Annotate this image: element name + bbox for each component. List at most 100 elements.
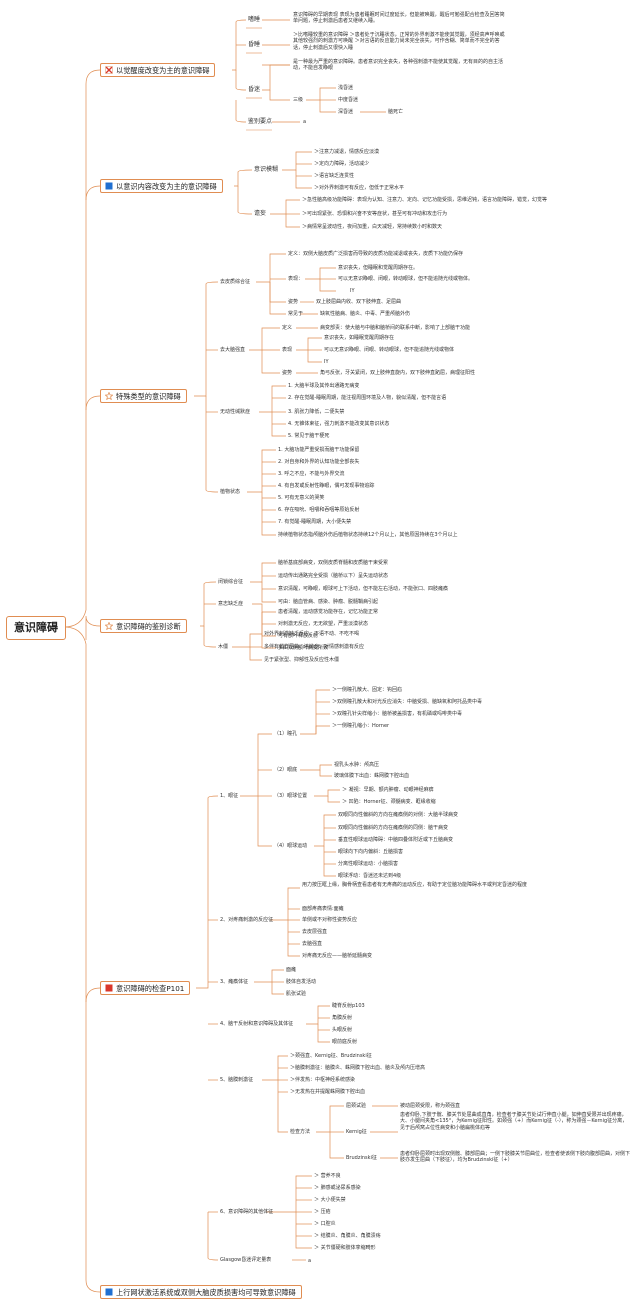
topic-arousal-disorders[interactable]: 以觉醒度改变为主的意识障碍 (100, 63, 216, 77)
decerebrate-sign: 可以无意识睁眼、闭眼、转动眼球，但不能追随光线或物体 (324, 347, 455, 353)
node-akinetic-mutism[interactable]: 无动性缄默症 (220, 409, 251, 415)
topic-label: 以觉醒度改变为主的意识障碍 (116, 66, 210, 75)
node-stupor-text: ＞比嗜睡较重的意识障碍 ＞患者处于沉睡状态，正常的外界刺激不能使其觉醒，须经高声… (293, 32, 505, 51)
pupil-item: ＞双侧瞳孔散大和对光反应消失：中脑受损、脑缺氧和阿托品类中毒 (332, 699, 483, 705)
node-pain-response[interactable]: 2、对疼痛刺激的反应征 (220, 917, 274, 923)
topic-content-disorders[interactable]: 以意识内容改变为主的意识障碍 (100, 179, 223, 193)
node-locked-in[interactable]: 闭锁综合征 (218, 579, 244, 585)
node-eye-signs[interactable]: 1、眼征 (220, 793, 239, 799)
node-eye-movement[interactable]: （4）眼球运动 (274, 843, 308, 849)
node-coma[interactable]: 昏迷 (248, 86, 261, 93)
other-sign-item: ＞ 压疮 (314, 1209, 331, 1215)
node-abulia[interactable]: 意志缺乏症 (218, 601, 244, 607)
node-fundus[interactable]: （2）眼底 (274, 767, 298, 773)
pain-response-item: 去皮层强直 (302, 929, 328, 935)
other-sign-item: ＞ 关节僵硬和肢体挛缩畸形 (314, 1245, 376, 1251)
akinetic-mutism-item: 3. 肌张力降低，二便失禁 (288, 409, 345, 415)
node-paralysis-signs[interactable]: 3、瘫痪体征 (220, 979, 249, 985)
topic-ascending-reticular[interactable]: 上行网状激活系统或双侧大脑皮质损害均可导致意识障碍 (100, 1285, 302, 1299)
vegetative-item: 6. 存在吸吮、咀嚼和吞咽等原始反射 (278, 507, 360, 513)
node-kernig-sign[interactable]: Kernig征 (346, 1129, 367, 1135)
eye-movement-item: 分离性眼球运动：小脑损害 (338, 861, 399, 867)
delirium-item: ＞可出现紧张、恐惧和兴奋不安等症状，甚至可有冲动和攻击行为 (302, 211, 448, 217)
node-stupor[interactable]: 昏睡 (248, 41, 261, 48)
locked-in-item: 可由：脑血管病、感染、肿瘤、脱髓鞘病引起 (278, 599, 379, 605)
vegetative-item: 5. 可有无意义的哭笑 (278, 495, 325, 501)
eye-movement-item: 双眼同向性偏斜的方向在瘫痪侧的对侧：大脑半球病变 (338, 812, 459, 818)
vegetative-item: 2. 对自身和外界的认知功能全部丧失 (278, 459, 360, 465)
node-somnolence[interactable]: 嗜睡 (248, 16, 261, 23)
node-exam-methods[interactable]: 检查方法 (290, 1129, 311, 1135)
node-neck-flexion-test[interactable]: 屈颈试验 (346, 1103, 367, 1109)
paralysis-item: 肌张试验 (286, 991, 307, 997)
node-vegetative-state[interactable]: 植物状态 (220, 489, 241, 495)
brainstem-reflex-item: 头眼反射 (332, 1027, 353, 1033)
node-key-points[interactable]: 鉴别要点 (248, 118, 273, 125)
node-pupils[interactable]: （1）瞳孔 (274, 731, 298, 737)
fundus-item: 玻璃体膜下出血：蛛网膜下腔出血 (334, 773, 410, 779)
other-sign-item: ＞ 大小便失禁 (314, 1197, 346, 1203)
meningeal-item: ＞颈强直、Kernig征、Brudzinski征 (290, 1053, 372, 1059)
node-other-signs[interactable]: 6、意识障碍的其他体征 (220, 1209, 274, 1215)
vegetative-item: 1. 大脑功能严重受损而脑干功能保留 (278, 447, 360, 453)
node-confusion[interactable]: 意识模糊 (254, 166, 279, 173)
node-delirium[interactable]: 谵妄 (254, 210, 267, 217)
brudzinski-text: 患者仰卧屈颈时出现双侧髋、膝部屈曲；一侧下肢膝关节屈曲位，检查者使该侧下肢向腹部… (400, 1151, 631, 1164)
abulia-item: 对刺激无反应，无无欲望，严重淡漠状态 (278, 621, 369, 627)
node-catatonic-stupor[interactable]: 木僵 (218, 644, 229, 650)
node-glasgow-scale[interactable]: Glasgow昏迷评定量表 (220, 1257, 272, 1263)
pain-response-item: 去脑强直 (302, 941, 323, 947)
topic-examination[interactable]: 意识障碍的检查P101 (100, 981, 191, 995)
node-coma-text: 是一种最为严重的意识障碍。患者意识完全丧失，各种强刺激不能使其觉醒，无有目的的自… (293, 59, 504, 72)
other-sign-item: ＞ 结膜炎、角膜炎、角膜溃疡 (314, 1233, 381, 1239)
node-eye-position[interactable]: （3）眼球位置 (274, 793, 308, 799)
meningeal-item: ＞伴发热：中枢神经系统感染 (290, 1077, 356, 1083)
node-decorticate[interactable]: 去皮质综合征 (220, 279, 251, 285)
node-brainstem-reflexes[interactable]: 4、脑干反射和意识障碍及其体征 (220, 1021, 294, 1027)
node-brudzinski-sign[interactable]: Brudzinski征 (346, 1155, 377, 1161)
meningeal-item: ＞脑膜刺激征：脑膜炎、蛛网膜下腔出血、脑炎及颅内压增高 (290, 1065, 426, 1071)
other-sign-item: ＞ 肺感或泌尿系感染 (314, 1185, 361, 1191)
topic-differential-diagnosis[interactable]: 意识障碍的鉴别诊断 (100, 619, 187, 633)
pain-response-item: 面部疼痛表情:面瘫 (302, 906, 344, 912)
locked-in-item: 脑桥基底部病变，双侧皮质脊髓和皮质脑干束受累 (278, 560, 389, 566)
delirium-item: ＞病情常呈波动性，夜间加重，白天减轻，常持续数小时和数天 (302, 224, 443, 230)
decorticate-common[interactable]: 常见于 (288, 311, 304, 317)
blue-flag-icon (105, 182, 113, 190)
root-node[interactable]: 意识障碍 (6, 616, 66, 640)
paralysis-item: 肢体自发活动 (286, 979, 317, 985)
node-decerebrate[interactable]: 去大脑强直 (220, 347, 246, 353)
meningeal-item: ＞无发热在并提醒蛛网膜下腔出血 (290, 1089, 366, 1095)
brainstem-reflex-item: 角膜反射 (332, 1015, 353, 1021)
node-meningeal-signs[interactable]: 5、脑膜刺激征 (220, 1077, 254, 1083)
cross-icon (105, 66, 113, 74)
eye-movement-item: 眼球向下向内偏斜：丘脑损害 (338, 849, 404, 855)
vegetative-item: 3. 呼之不应，不能与外界交流 (278, 471, 345, 477)
catatonic-item: 见于紧张型、抑郁性及反应性木僵 (264, 657, 340, 663)
decerebrate-definition[interactable]: 定义 (282, 325, 293, 331)
abulia-item: 可有额叶释放反射 (278, 633, 319, 639)
eye-movement-item: 眼球浮动：昏迷还未达到4级 (338, 873, 402, 879)
decerebrate-signs[interactable]: 表现 (282, 347, 293, 353)
topic-label: 特殊类型的意识障碍 (116, 392, 181, 401)
node-moderate-coma: 中度昏迷 (338, 97, 359, 103)
decorticate-posture[interactable]: 姿势 (288, 299, 299, 305)
vegetative-item: 4. 有自发或反射性睁眼，偶可发现事物追踪 (278, 483, 375, 489)
locked-in-item: 运动传出通路完全受损（脑桥以下）呈失运动状态 (278, 573, 389, 579)
node-coma-grades[interactable]: 三级 (293, 97, 304, 103)
neck-flexion-text: 被动屈颈受限，称为颈强直 (400, 1103, 461, 1109)
decorticate-sign: 意识丧失，但睡眠和觉醒周期存在。 (338, 265, 419, 271)
decorticate-common-text: 缺氧性脑病、脑炎、中毒、严重颅脑外伤 (320, 311, 411, 317)
decerebrate-definition-text: 病变部责：使大脑与中脑和脑桥间的联系中断，影响了上部脑干功能 (320, 325, 471, 331)
decorticate-signs[interactable]: 表现： (288, 276, 304, 282)
pupil-item: ＞一侧瞳孔散大、固定：钩回疝 (332, 687, 403, 693)
decerebrate-posture[interactable]: 姿势 (282, 370, 293, 376)
topic-special-types[interactable]: 特殊类型的意识障碍 (100, 389, 187, 403)
confusion-item: ＞定向力障碍，活动减少 (314, 161, 370, 167)
red-flag-icon (105, 984, 113, 992)
decorticate-posture-text: 双上肢屈曲内收、双下肢伸直、足屈曲 (316, 299, 402, 305)
vegetative-item: 7. 有觉醒-睡眠周期，大小便失禁 (278, 519, 352, 525)
eye-movement-item: 垂直性眼球运动障碍：中脑四叠体附近或下丘脑病变 (338, 837, 454, 843)
node-light-coma: 浅昏迷 (338, 85, 354, 91)
